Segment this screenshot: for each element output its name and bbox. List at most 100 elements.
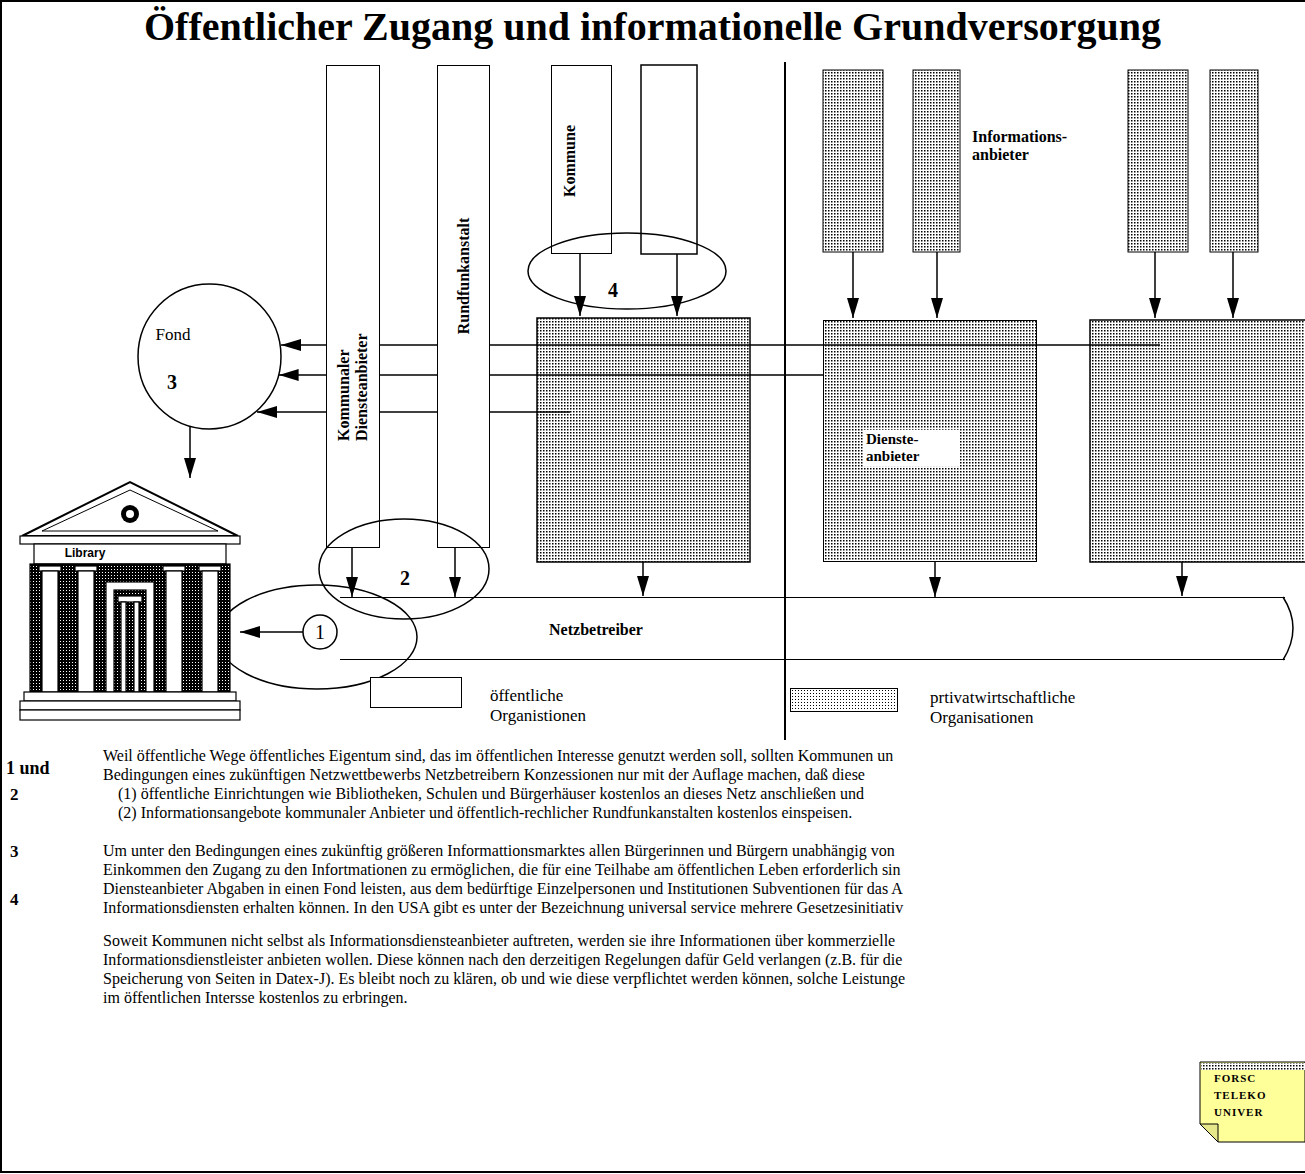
callout-number: 1 und — [6, 758, 50, 779]
door-post — [121, 602, 126, 692]
network-band: Netzbetreiber — [340, 597, 1285, 660]
private-org-box — [1090, 320, 1305, 562]
step — [20, 701, 240, 710]
node-text: Kommune — [561, 125, 579, 197]
public-org-column: Rundfunkanstalt — [437, 65, 490, 548]
body-text-line: Speicherung von Seiten in Datex-J). Es b… — [103, 970, 905, 988]
public-org-column: Kommunaler Diensteanbieter — [326, 65, 380, 548]
medallion — [121, 505, 139, 523]
column-capital — [75, 566, 97, 571]
flow-arrow — [934, 562, 936, 597]
legend-swatch — [790, 688, 898, 712]
body-text-line: Informationsdienstleister anbieten wolle… — [103, 951, 902, 969]
node-text: Rundfunkanstalt — [455, 218, 473, 335]
body-text-line: Einkommen den Zugang zu den Infortmation… — [103, 861, 901, 879]
feed-arrow — [1181, 562, 1183, 596]
node-text: 3 — [167, 371, 177, 394]
private-org-box — [537, 318, 750, 562]
node-text: Kommunaler Diensteanbieter — [335, 311, 372, 441]
callout-number: 4 — [10, 890, 19, 910]
library-building: Library — [20, 478, 240, 722]
door-frame — [106, 582, 154, 692]
cornice — [20, 536, 240, 544]
feed-arrow — [579, 254, 581, 316]
legend-swatch — [370, 677, 462, 708]
public-org-box — [641, 65, 697, 254]
body-text-line: (1) öffentliche Einrichtungen wie Biblio… — [118, 785, 864, 803]
flow-arrow — [240, 631, 303, 633]
door-post — [134, 602, 139, 692]
body-text-line: (2) Informationsangebote kommunaler Anbi… — [118, 804, 852, 822]
callout-ellipse: 4 — [527, 232, 727, 310]
ellipse-outline — [527, 232, 727, 310]
public-org-box: Kommune — [551, 65, 612, 254]
node-text: Dienste- anbieter — [863, 430, 959, 467]
body-text-line: Diensteanbieter Abgaben in einen Fond le… — [103, 880, 903, 898]
body-text-line: Weil öffentliche Wege öffentliches Eigen… — [103, 747, 893, 765]
sign-band — [34, 544, 226, 564]
column — [42, 571, 58, 692]
pediment — [22, 482, 238, 536]
body-text-line: Informationsdiensten erhalten können. In… — [103, 899, 903, 917]
column-capital — [163, 566, 185, 571]
node-text: Library — [62, 546, 109, 562]
callout-ellipse: 2 — [318, 518, 490, 620]
column — [78, 571, 94, 692]
group-label: Informations- anbieter — [972, 128, 1097, 165]
column — [202, 571, 218, 692]
note-text: FORSC — [1214, 1072, 1256, 1085]
feed-arrow — [1232, 252, 1234, 318]
feed-arrow — [852, 252, 854, 318]
provider-box — [1210, 70, 1258, 252]
sticky-note — [1200, 1062, 1305, 1142]
flow-arrow — [351, 548, 353, 597]
provider-box — [823, 70, 883, 252]
ellipse-outline — [303, 615, 337, 649]
library-illustration — [20, 478, 240, 722]
ellipse-outline — [319, 519, 489, 619]
medallion-center — [126, 510, 134, 518]
divider-line — [784, 62, 786, 740]
pediment-inner — [42, 490, 218, 531]
feed-arrow — [1154, 252, 1156, 318]
body-text-line: im öffentlichen Intersse kostenlos zu er… — [103, 989, 408, 1007]
fund-circle: Fond 3 — [137, 283, 282, 430]
provider-box — [913, 70, 960, 252]
callout-number: 3 — [10, 842, 19, 862]
door-lintel — [118, 596, 142, 602]
ellipse-outline — [137, 283, 282, 430]
body-text-line: Soweit Kommunen nicht selbst als Informa… — [103, 932, 895, 950]
private-org-box: Dienste- anbieter — [823, 320, 1037, 562]
connection-ellipse — [217, 585, 417, 689]
feed-arrow — [642, 562, 644, 596]
body-text-line: Bedingungen eines zukünftigen Netzwettbe… — [103, 766, 865, 784]
node-text: 4 — [608, 279, 618, 302]
callout-circle: 1 — [302, 614, 338, 650]
provider-box — [1128, 70, 1188, 252]
legend-text: öffentliche Organistionen — [490, 686, 620, 727]
column-capital — [199, 566, 221, 571]
ellipse-outline — [138, 284, 281, 429]
body-text-line: Um unter den Bedingungen eines zukünftig… — [103, 842, 895, 860]
feed-arrow — [676, 254, 678, 316]
sticky-note-strip — [1201, 1063, 1305, 1070]
step — [20, 710, 240, 720]
private-org-fill — [823, 320, 1037, 562]
column-capital — [39, 566, 61, 571]
node-text: Fond — [156, 325, 191, 345]
band-end — [1283, 597, 1293, 660]
node-text: 2 — [400, 567, 410, 590]
feed-arrow — [936, 252, 938, 318]
node-text: 1 — [315, 621, 325, 644]
note-text: UNIVER — [1214, 1106, 1263, 1119]
building-wall — [30, 564, 230, 692]
sticky-note-fold — [1200, 1124, 1218, 1142]
legend-text: prtivatwirtschaftliche Organisationen — [930, 688, 1120, 729]
levy-arrow — [257, 411, 570, 413]
diagram-title: Öffentlicher Zugang und informationelle … — [144, 4, 1161, 50]
step — [24, 692, 236, 701]
levy-arrow — [281, 344, 1160, 346]
node-text: Netzbetreiber — [549, 621, 643, 639]
door — [114, 590, 146, 692]
